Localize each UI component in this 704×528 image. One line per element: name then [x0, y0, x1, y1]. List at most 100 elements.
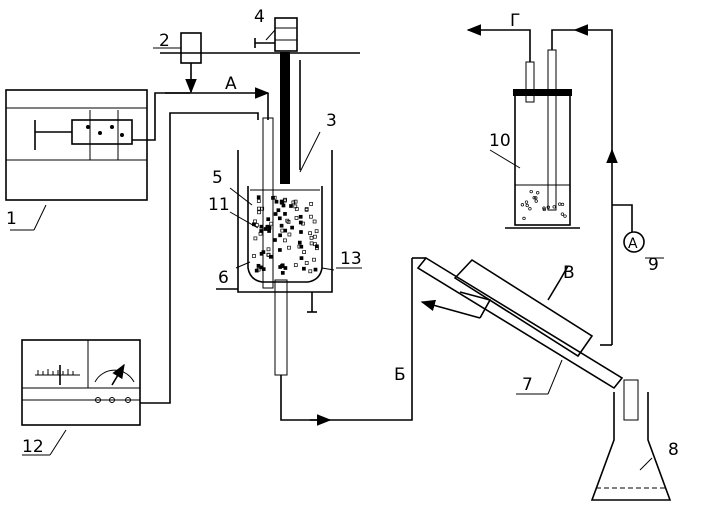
particle [278, 265, 283, 269]
bubble [534, 196, 538, 200]
particle [285, 218, 290, 223]
particle [257, 206, 261, 211]
label-8: 8 [668, 440, 679, 460]
particle [302, 250, 306, 254]
particle [254, 223, 259, 227]
particle [259, 224, 264, 229]
bubble [532, 196, 536, 200]
particle [283, 228, 288, 233]
gas-line [573, 24, 613, 345]
dispenser [180, 32, 202, 94]
particle [297, 244, 302, 249]
line-b [280, 258, 413, 421]
particle [297, 240, 302, 245]
bubble [558, 202, 562, 206]
particle [256, 267, 261, 272]
absorber-bubbles [520, 189, 567, 221]
particle [267, 229, 271, 233]
ammeter [623, 231, 645, 253]
particle [276, 208, 281, 213]
particle [268, 254, 273, 259]
particle [315, 244, 319, 249]
particle [287, 245, 291, 250]
particle [256, 195, 261, 200]
particle [315, 246, 319, 251]
particle [281, 203, 286, 208]
particle [299, 230, 303, 234]
particle [274, 199, 279, 204]
particle [312, 219, 317, 224]
particle [280, 271, 285, 275]
particle [304, 207, 309, 211]
particle [290, 225, 294, 230]
label-1: 1 [6, 209, 17, 229]
bubble [560, 202, 565, 207]
particle [304, 207, 309, 212]
outlet-tube [274, 279, 288, 376]
label-b: Б [394, 365, 406, 385]
bubble [524, 200, 529, 204]
label-13: 13 [340, 249, 362, 269]
condenser [412, 256, 624, 390]
particle [313, 234, 317, 239]
particle [253, 219, 257, 224]
particle [266, 247, 271, 252]
particle [258, 231, 263, 236]
bubble [560, 212, 565, 216]
receiving-flask [590, 379, 672, 501]
bubble [522, 216, 526, 221]
bubble [563, 214, 567, 218]
label-7: 7 [522, 375, 533, 395]
particle [308, 269, 313, 274]
particle [261, 267, 266, 271]
particle [312, 257, 316, 262]
bubble [525, 203, 529, 208]
label-3: 3 [326, 111, 337, 131]
particle [273, 212, 278, 216]
particle [257, 210, 261, 215]
particle [298, 214, 303, 219]
particle [294, 207, 299, 211]
outer-vessel [216, 150, 333, 313]
particle [253, 236, 258, 241]
label-10: 10 [489, 131, 511, 151]
particle [309, 241, 314, 246]
bubble [520, 203, 525, 207]
label-4: 4 [254, 7, 265, 27]
particle [279, 199, 284, 204]
syringe-pump [5, 89, 190, 201]
particle [299, 244, 304, 249]
particle [278, 233, 282, 238]
label-a: А [225, 74, 237, 94]
bubble [542, 206, 546, 210]
label-9: 9 [648, 255, 659, 275]
particle [289, 204, 293, 208]
label-6: 6 [218, 268, 229, 288]
particle [266, 217, 271, 222]
particle [294, 216, 299, 220]
particle-bed [252, 195, 319, 275]
particle [252, 254, 256, 258]
particle [291, 200, 296, 205]
particle [309, 214, 313, 219]
stirrer-motor [254, 17, 298, 52]
electrode-tube [262, 117, 274, 289]
bubble [546, 205, 550, 209]
particle [283, 238, 287, 243]
particle [277, 216, 282, 221]
particle [266, 252, 271, 257]
label-2: 2 [159, 31, 170, 51]
particle [309, 235, 314, 240]
particle [299, 256, 304, 260]
bubble [528, 207, 532, 211]
particle [313, 267, 318, 272]
bubble [529, 189, 533, 194]
label-g: Г [510, 11, 520, 31]
particle [259, 251, 264, 256]
particle [313, 242, 317, 247]
particle [287, 232, 292, 237]
particle [314, 229, 319, 234]
particle [283, 266, 288, 270]
